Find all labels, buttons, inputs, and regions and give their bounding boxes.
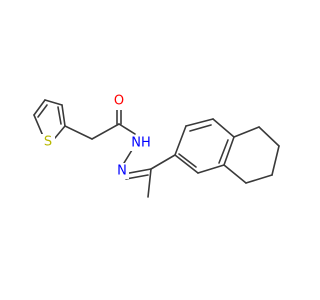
molecule-svg: S O NH N	[33, 94, 280, 198]
bond-ar2	[185, 118, 214, 127]
atom-o: O	[114, 94, 124, 109]
bond-c3-c2-double	[57, 106, 62, 125]
bond-sat5	[223, 164, 247, 184]
bond-sat4	[245, 174, 273, 184]
bond-ar4-double	[218, 139, 229, 164]
bond-c2-s	[54, 125, 66, 139]
bond-ar6	[174, 154, 199, 174]
atom-s: S	[44, 135, 52, 150]
bond-c-aryl	[150, 154, 176, 170]
bond-c2-ch2	[64, 125, 93, 140]
bond-n-c-double	[125, 174, 149, 180]
atom-n: N	[117, 164, 127, 179]
bond-ch2-co	[91, 123, 120, 140]
thiophene-ring	[33, 99, 66, 139]
bond-ar1	[174, 125, 187, 156]
bond-c5-c4-double	[37, 104, 48, 118]
bond-nh-n	[123, 149, 133, 164]
bond-c-methyl	[147, 168, 152, 198]
bond-ar5	[197, 164, 225, 174]
atom-nh: NH	[131, 136, 151, 151]
acetyl-chain	[64, 107, 176, 198]
bond-c5-c4	[33, 99, 46, 116]
benzene-ring	[174, 118, 235, 174]
bond-co-nh	[118, 123, 136, 135]
bond-ar3	[212, 118, 235, 138]
bond-ar6-double	[178, 153, 197, 168]
bond-sat2	[258, 126, 280, 147]
molecule-structure-diagram: S O NH N	[33, 94, 280, 198]
bond-c3-c2	[61, 104, 66, 127]
atom-labels: S O NH N	[41, 94, 151, 179]
bond-s-c5	[33, 114, 44, 137]
bond-sat1	[233, 126, 260, 138]
bond-c4-c3	[44, 99, 63, 106]
bond-sat3	[271, 145, 280, 176]
bond-ar4	[223, 136, 235, 166]
bond-ar2-double	[189, 124, 212, 132]
cyclohexane-ring	[223, 126, 280, 184]
